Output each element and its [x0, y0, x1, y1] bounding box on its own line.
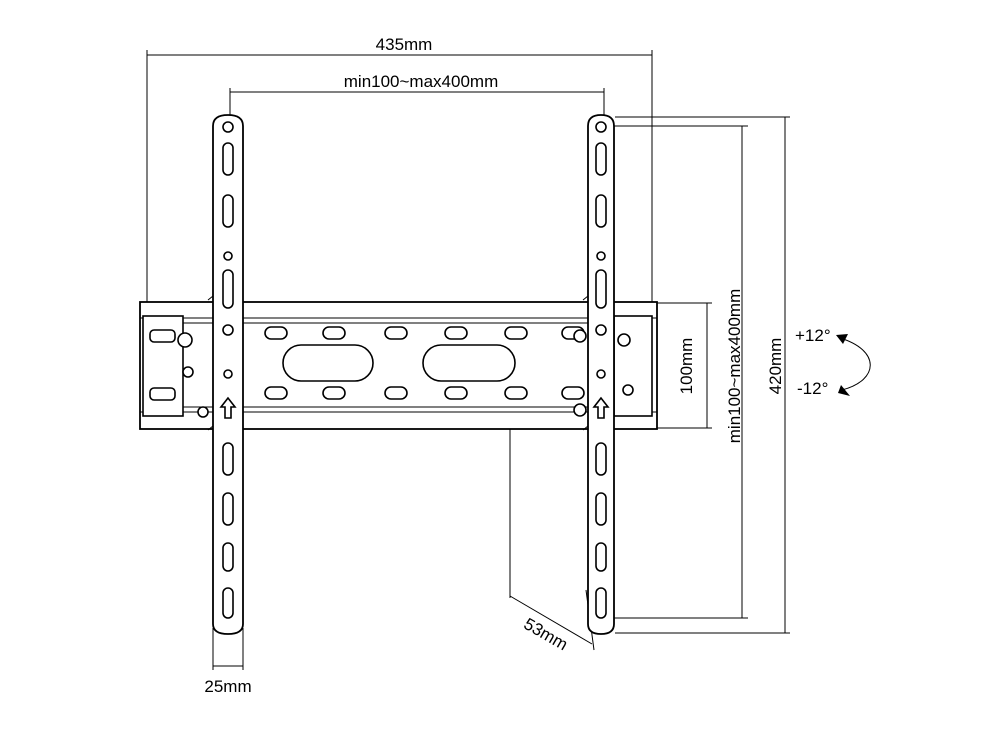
tilt-down-label: -12° [797, 379, 828, 398]
left-vertical-arm [207, 114, 244, 635]
dimension-lines [146, 50, 790, 670]
arm-spacing-label: min100~max400mm [344, 72, 499, 91]
overall-height-label: 420mm [766, 338, 785, 395]
arm-width-label: 25mm [204, 677, 251, 696]
overall-width-label: 435mm [376, 35, 433, 54]
depth-label: 53mm [521, 614, 571, 654]
plate-height-label: 100mm [677, 338, 696, 395]
tilt-arrow [836, 334, 871, 396]
tilt-up-label: +12° [795, 326, 831, 345]
vertical-spacing-label: min100~max400mm [725, 289, 744, 444]
right-vertical-arm [582, 114, 615, 635]
